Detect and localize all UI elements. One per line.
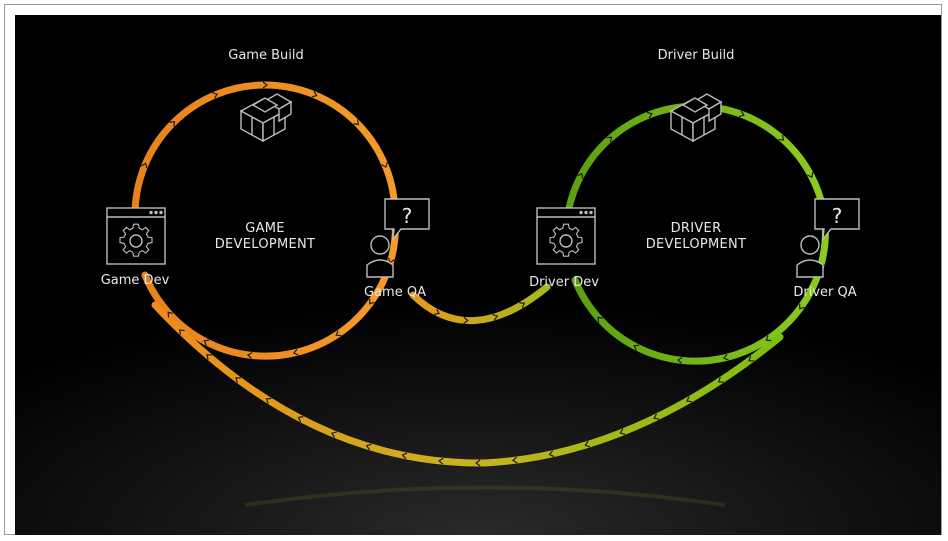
qa-to-driver-link: [409, 283, 551, 325]
flow-arrow-chevron: [203, 339, 210, 346]
flow-arrow-chevron: [646, 111, 653, 119]
flow-arrow-chevron: [141, 162, 148, 169]
flow-arrow-chevron: [433, 308, 440, 315]
flow-arrow-chevron: [676, 357, 683, 364]
flow-arrow-chevron: [463, 316, 469, 324]
driver-development-title: DRIVER DEVELOPMENT: [646, 221, 747, 253]
game-development-line2: DEVELOPMENT: [214, 237, 316, 252]
flow-arrow-chevron: [633, 344, 640, 351]
flow-arrow-chevron: [738, 110, 745, 118]
return-arc-reflection: [244, 485, 726, 507]
game-build-label: Game Build: [228, 48, 304, 63]
driver-to-game-return-arc: [151, 301, 784, 467]
flow-arrow-chevron: [169, 120, 176, 127]
driver-dev-label: Driver Dev: [529, 275, 599, 290]
flow-arrow-chevron: [335, 330, 342, 337]
game-qa-person-question-icon: ?: [366, 198, 430, 278]
flow-arrow-chevron: [778, 134, 785, 141]
game-qa-question-mark: ?: [402, 204, 413, 228]
flow-arrow-chevron: [381, 162, 388, 169]
flow-arrow-chevron: [365, 443, 372, 451]
flow-arrow-chevron: [246, 352, 253, 359]
flow-arrow-chevron: [548, 450, 555, 458]
flow-arrow-chevron: [212, 92, 219, 99]
flow-arrow-chevron: [401, 452, 408, 460]
flow-arrow-chevron: [519, 302, 526, 309]
flow-arrow-chevron: [619, 428, 626, 435]
flow-arrow-chevron: [597, 316, 604, 323]
flow-arrows: [141, 81, 825, 467]
game-qa-label: Game QA: [364, 285, 426, 300]
flow-arrow-chevron: [235, 377, 241, 383]
flow-arrow-chevron: [297, 416, 304, 423]
diagram-canvas: ? ? Game Build Driver Build Game Dev Gam…: [15, 15, 941, 535]
flow-arrow-chevron: [331, 431, 337, 438]
flow-arrow-chevron: [262, 81, 268, 89]
flow-arrow-chevron: [178, 329, 185, 335]
game-dev-gear-window-icon: [106, 207, 166, 265]
flow-arrow-chevron: [606, 136, 613, 143]
flow-arrow-chevron: [311, 91, 318, 98]
game-development-line1: GAME: [245, 221, 285, 236]
flow-arrow-chevron: [265, 397, 272, 404]
flow-arrow-chevron: [353, 119, 360, 126]
game-development-title: GAME DEVELOPMENT: [215, 221, 316, 253]
game-dev-label: Game Dev: [100, 273, 170, 288]
driver-dev-gear-window-icon: [536, 207, 596, 265]
flow-arrow-chevron: [292, 348, 299, 356]
flow-arrow-chevron: [369, 298, 375, 305]
flow-arrow-chevron: [584, 440, 591, 448]
diagram-frame: ? ? Game Build Driver Build Game Dev Gam…: [4, 4, 942, 535]
flow-arrow-chevron: [807, 172, 814, 179]
game-loop-upper-arc: [131, 81, 399, 219]
flow-arrow-chevron: [799, 303, 805, 310]
driver-qa-person-question-icon: ?: [796, 198, 860, 278]
flow-arrow-chevron: [653, 413, 660, 420]
driver-build-label: Driver Build: [657, 48, 735, 63]
driver-qa-label: Driver QA: [793, 285, 857, 300]
flow-arrow-chevron: [748, 355, 755, 362]
flow-arrow-chevron: [717, 376, 724, 383]
flow-arrow-chevron: [686, 396, 693, 403]
flow-arrow-chevron: [438, 457, 444, 465]
game-build-cubes-icon: [239, 93, 293, 143]
flow-arrow-chevron: [206, 354, 213, 360]
driver-qa-question-mark: ?: [832, 204, 843, 228]
flow-arrow-chevron: [475, 459, 481, 467]
flow-arrow-chevron: [167, 311, 174, 318]
flow-arrow-chevron: [722, 353, 729, 361]
flow-arrow-chevron: [577, 172, 584, 179]
flow-arrow-chevron: [492, 313, 499, 321]
development-loop-diagram: ? ?: [106, 81, 860, 507]
driver-development-line2: DEVELOPMENT: [645, 237, 747, 252]
flow-arrow-chevron: [765, 335, 772, 342]
driver-development-line1: DRIVER: [670, 221, 722, 236]
driver-build-cubes-icon: [669, 93, 723, 143]
flow-arrow-chevron: [511, 456, 518, 464]
